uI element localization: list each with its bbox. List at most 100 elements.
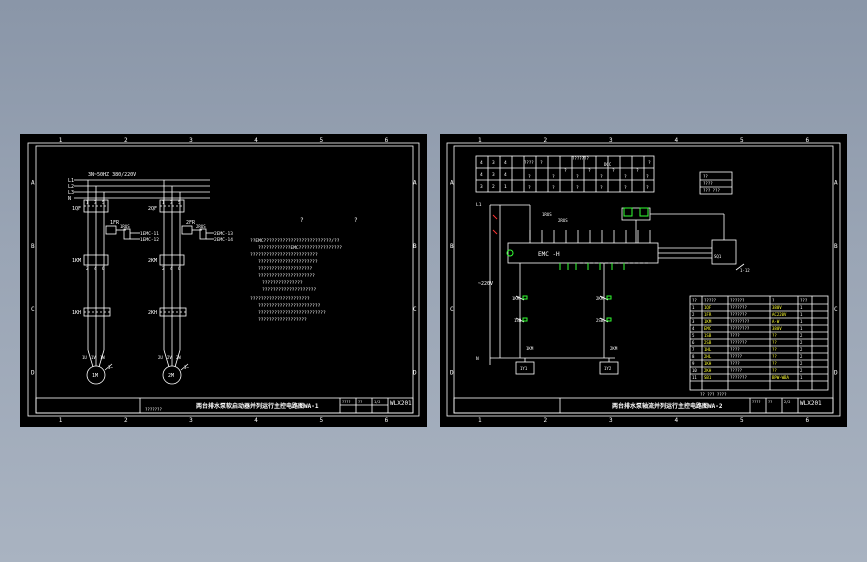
top-cell: ? [576, 174, 579, 180]
term-num: 4 [170, 266, 173, 271]
bom-cell: 1 [800, 312, 803, 317]
rus-label-1: 1RUS [542, 212, 552, 217]
top-cell: ? [540, 160, 543, 166]
right-sheet-labels: ???? ??????? DCC 4 3 4 4 3 4 3 2 1 ? ? ?… [476, 156, 822, 410]
control-circuit [489, 204, 745, 375]
top-cell: ? [646, 174, 649, 180]
bom-cell: ?? [772, 368, 777, 373]
term-num: 3 [170, 200, 173, 205]
left-grid-col-label: 1 [59, 417, 63, 424]
notes-line: ???????????????????? [258, 266, 312, 272]
top-header: ??????? [572, 156, 589, 161]
motor-1-label: 1M [92, 373, 98, 379]
info-box-line: ??? ??? [703, 188, 720, 193]
bom-cell: AC220V [772, 312, 787, 317]
right-grid-col-label: 3 [609, 137, 613, 144]
bom-cell: 1SB [704, 333, 712, 338]
bom-header-cell: ?? [692, 298, 697, 303]
notes-line: ????????????????????? [258, 273, 315, 279]
left-grid-row-label: D [31, 369, 35, 376]
top-cell: 3 [492, 172, 495, 178]
bom-cell: 1HL [704, 347, 712, 352]
bom-cell: 2HL [704, 354, 712, 359]
motor-2-term-v: 2V [167, 355, 172, 360]
term-num: 1 [162, 200, 165, 205]
right-grid-col-label: 2 [543, 137, 547, 144]
term-num: 4 [94, 266, 97, 271]
emc-status-led [506, 249, 514, 257]
notes-line: ?????????????????????? [250, 296, 310, 302]
top-cell: 3 [480, 184, 483, 190]
left-grid-col-label: 6 [385, 417, 389, 424]
bom-cell: 2 [800, 347, 803, 352]
notes-header-2: ? [354, 217, 358, 224]
top-cell: ? [636, 168, 639, 174]
bom-cell: 1 [692, 305, 695, 310]
bom-cell: ???????? [730, 326, 750, 331]
bom-cell: 2 [800, 340, 803, 345]
left-drawing-number: WLX201 [390, 400, 412, 407]
motor-1-branch [83, 180, 140, 385]
bom-cell: ?? [772, 361, 777, 366]
top-cell: ? [624, 174, 627, 180]
bom-cell: 3 [692, 319, 695, 324]
bom-header-cell: ? [772, 298, 775, 303]
bom-cell: ?? [772, 347, 777, 352]
left-grid-row-label: A [413, 180, 417, 187]
right-grid-col-label: 5 [740, 417, 744, 424]
left-grid-row-label: B [31, 243, 35, 250]
bom-cell: 9 [692, 361, 695, 366]
left-sheet-labels: 3N~50HZ 380/220V L1 L2 L3 N 1QF 2QF 1FR … [68, 172, 412, 412]
sensor-label: SQ1 [714, 254, 722, 259]
motor-1-term-u: 1U [82, 355, 87, 360]
motor-2-branch [159, 180, 214, 385]
left-grid-col-label: 4 [254, 417, 258, 424]
coil-ref-1: 1KM [526, 346, 534, 351]
right-top-table [475, 155, 655, 193]
bom-cell: 7 [692, 347, 695, 352]
term-num: 5 [102, 200, 105, 205]
top-cell: 4 [504, 172, 507, 178]
bom-cell: 6 [692, 340, 695, 345]
bom-cell: ????? [730, 368, 743, 373]
supply-label: 3N~50HZ 380/220V [88, 172, 136, 178]
relay-2-coil [199, 228, 207, 240]
bom-cell: 2 [800, 361, 803, 366]
top-cell: ? [564, 168, 567, 174]
left-grid-col-label: 4 [254, 137, 258, 144]
bom-cell: ??????? [730, 340, 747, 345]
bom-cell: 11 [692, 375, 697, 380]
sb-label-1: 1SB [514, 318, 522, 323]
left-sheet-number: 1/2 [374, 400, 380, 404]
bom-cell: ???? [730, 347, 740, 352]
top-header: DCC [604, 162, 612, 167]
bom-cell: 2 [692, 312, 695, 317]
bom-cell: 380V [772, 326, 782, 331]
red-markers [492, 214, 498, 235]
phase-label-n: N [68, 196, 71, 202]
bom-cell: 8 [692, 354, 695, 359]
bom-cell: 1 [800, 305, 803, 310]
top-cell: 2 [492, 184, 495, 190]
right-meta-b: ?? [768, 400, 772, 404]
left-drawing-title: 两台排水泵软启动器并列运行主控电路图WA-1 [196, 402, 319, 410]
relay-2-box [181, 225, 193, 235]
coil-ref-2: 2KM [610, 346, 618, 351]
top-cell: ? [552, 185, 555, 191]
left-footer-code: ??????? [145, 407, 162, 412]
left-grid-row-label: D [413, 369, 417, 376]
notes-line: ?????????????????? [258, 317, 307, 323]
sensor-sub: 1-12 [740, 268, 750, 273]
top-cell: 4 [480, 160, 483, 166]
left-grid-col-label: 3 [189, 137, 193, 144]
top-cell: ? [624, 185, 627, 191]
top-cell: ? [528, 174, 531, 180]
notes-line: ??????????????? [262, 280, 303, 286]
left-title-block [35, 397, 414, 414]
notes-line: ?????????????????????? [258, 259, 318, 265]
coil-label-1: 1Y1 [520, 366, 528, 371]
notes-line: ??????????????????????? [258, 303, 321, 309]
motor-1-term-w: 1W [100, 355, 105, 360]
bom-cell: SB1 [704, 375, 712, 380]
relay-label-1: 1FR [110, 220, 120, 226]
